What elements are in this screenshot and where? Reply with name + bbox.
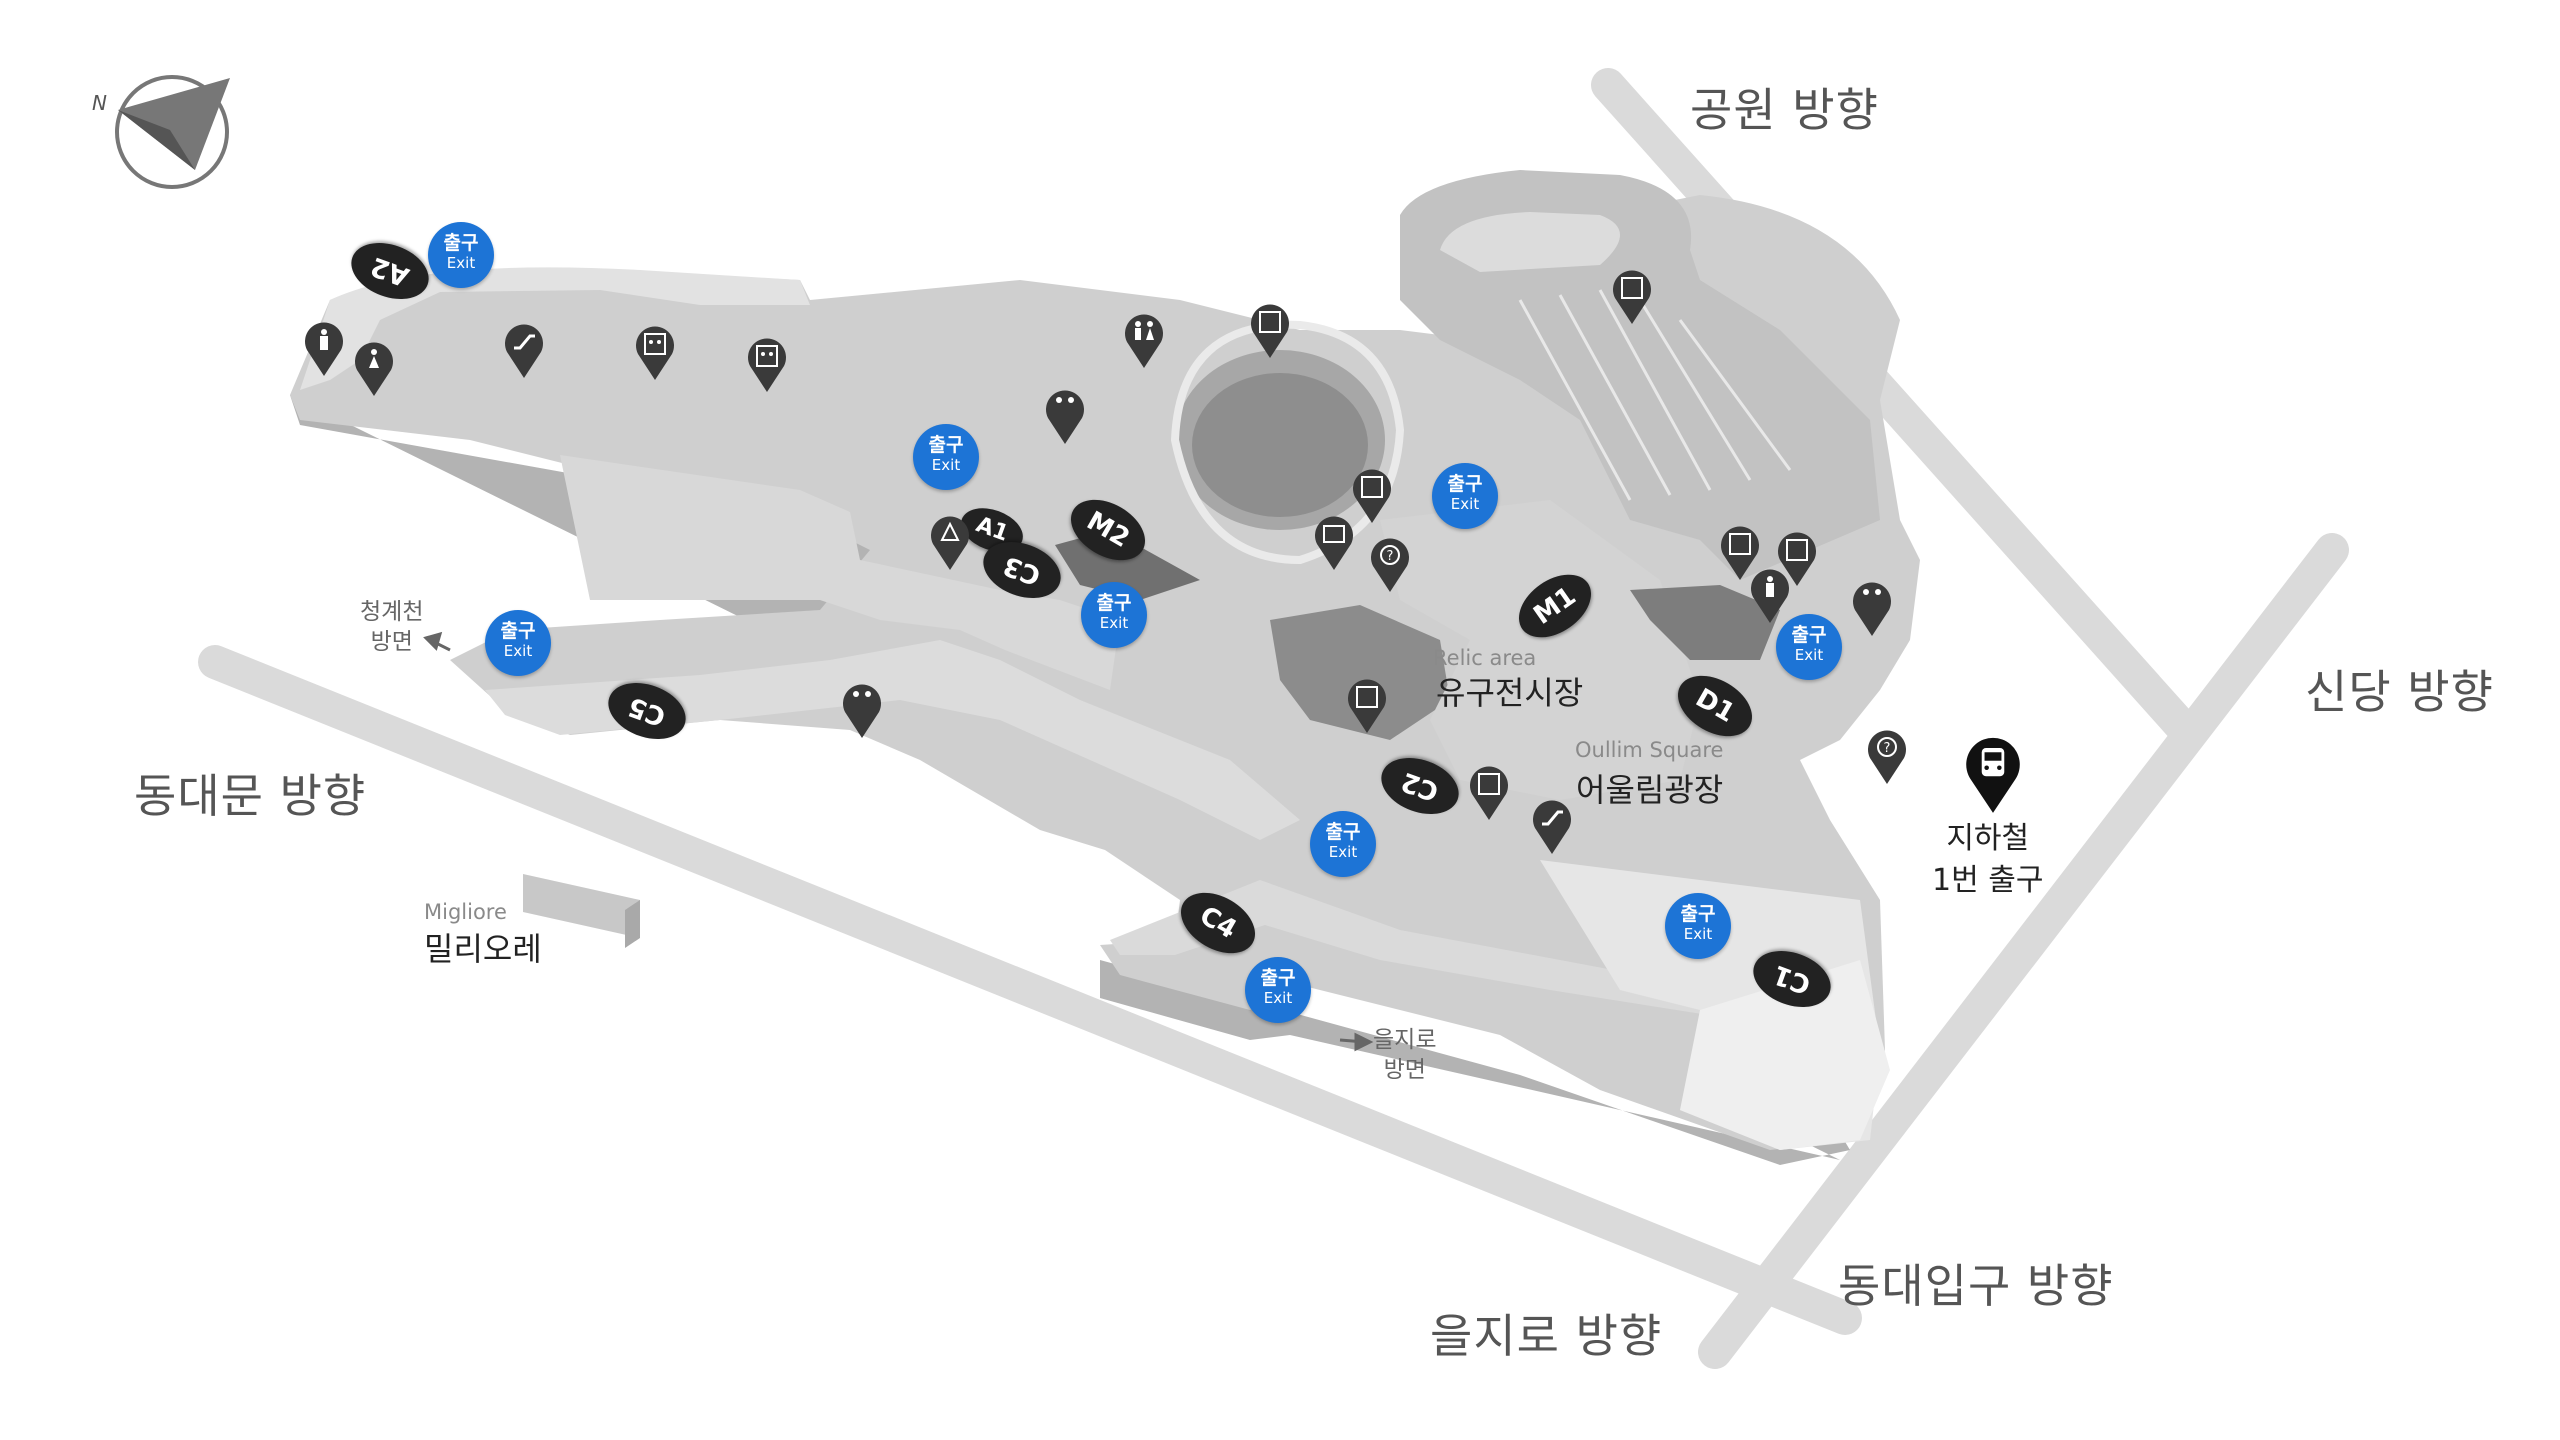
restroom-icon xyxy=(1125,314,1163,368)
elevator-icon xyxy=(1778,532,1816,586)
atm-pin[interactable] xyxy=(1312,512,1356,570)
escalator-icon xyxy=(1533,800,1571,854)
restroom-icon xyxy=(1853,582,1891,636)
elevator-icon xyxy=(636,326,674,380)
atm-icon xyxy=(1315,516,1353,570)
restroom-pin[interactable] xyxy=(840,680,884,738)
escalator-icon xyxy=(505,324,543,378)
ollim-square-label-kr: 어울림광장 xyxy=(1576,771,1724,809)
restroom-pin[interactable] xyxy=(1043,386,1087,444)
elevator-pin[interactable] xyxy=(1775,528,1819,586)
euljiro-line2: 방면 xyxy=(1383,1057,1426,1083)
relic-area-label-kr: 유구전시장 xyxy=(1436,674,1584,712)
restroom-icon xyxy=(355,342,393,396)
compass: N xyxy=(92,75,230,189)
escalator-pin[interactable] xyxy=(1530,796,1574,854)
restroom-pin[interactable] xyxy=(302,318,346,376)
elevator-pin[interactable] xyxy=(1345,675,1389,733)
roads xyxy=(198,68,2349,1369)
svg-text:?: ? xyxy=(1884,741,1891,756)
elevator-icon xyxy=(1470,766,1508,820)
subway-line1: 지하철 xyxy=(1946,821,2030,856)
elevator-pin[interactable] xyxy=(633,322,677,380)
euljiro-side-direction: 을지로 방면 xyxy=(1373,1025,1436,1085)
restroom-icon xyxy=(1046,390,1084,444)
subway-marker[interactable] xyxy=(1962,730,2024,814)
elevator-icon xyxy=(1348,679,1386,733)
plaza-buildings xyxy=(290,170,1920,1165)
direction-dongdaeipgu: 동대입구 방향 xyxy=(1838,1259,2114,1313)
migliore-building xyxy=(523,874,640,948)
information-icon: ? xyxy=(1371,538,1409,592)
direction-euljiro: 을지로 방향 xyxy=(1430,1309,1663,1363)
elevator-pin[interactable] xyxy=(1718,522,1762,580)
information-icon: ? xyxy=(1868,730,1906,784)
subway-exit-label: 지하철 1번 출구 xyxy=(1932,818,2043,902)
euljiro-line1: 을지로 xyxy=(1373,1027,1437,1053)
elevator-icon xyxy=(1721,526,1759,580)
elevator-pin[interactable] xyxy=(745,334,789,392)
information-pin[interactable]: ? xyxy=(1865,726,1909,784)
subway-line2: 1번 출구 xyxy=(1932,863,2044,898)
ollim-square-label-en: Oullim Square xyxy=(1575,738,1724,762)
compass-arrow-icon xyxy=(118,78,230,170)
road-sindang xyxy=(1698,533,2349,1369)
restroom-pin[interactable] xyxy=(1850,578,1894,636)
restroom-pin[interactable] xyxy=(352,338,396,396)
information-pin[interactable]: ? xyxy=(1368,534,1412,592)
escalator-pin[interactable] xyxy=(502,320,546,378)
compass-circle xyxy=(115,75,229,189)
restroom-icon xyxy=(1751,569,1789,623)
elevator-pin[interactable] xyxy=(1467,762,1511,820)
elevator-icon xyxy=(1353,469,1391,523)
restroom-icon xyxy=(843,684,881,738)
cheonggye-line2: 방면 xyxy=(370,629,413,655)
elevator-icon xyxy=(1251,304,1289,358)
restroom-pin[interactable] xyxy=(1122,310,1166,368)
pray-icon xyxy=(931,516,969,570)
road-euljiro xyxy=(198,645,1862,1335)
direction-sindang: 신당 방향 xyxy=(2305,665,2494,719)
subway-icon xyxy=(1966,737,2020,813)
cheonggye-direction: 청계천 방면 xyxy=(360,597,423,657)
road-park xyxy=(1591,68,2202,747)
compass-north-label: N xyxy=(92,91,107,115)
elevator-pin[interactable] xyxy=(1610,266,1654,324)
migliore-label-kr: 밀리오레 xyxy=(424,930,542,968)
elevator-icon xyxy=(748,338,786,392)
restroom-pin[interactable] xyxy=(1748,565,1792,623)
direction-park: 공원 방향 xyxy=(1690,83,1879,137)
restroom-icon xyxy=(305,322,343,376)
elevator-pin[interactable] xyxy=(1248,300,1292,358)
cheonggye-line1: 청계천 xyxy=(360,599,424,625)
svg-text:?: ? xyxy=(1387,549,1394,564)
relic-area-label-en: Relic area xyxy=(1433,646,1537,670)
pray-pin[interactable] xyxy=(928,512,972,570)
migliore-label-en: Migliore xyxy=(424,900,507,924)
elevator-pin[interactable] xyxy=(1350,465,1394,523)
elevator-icon xyxy=(1613,270,1651,324)
direction-dongdaemun: 동대문 방향 xyxy=(134,769,367,823)
side-direction-arrows xyxy=(423,631,1374,1052)
